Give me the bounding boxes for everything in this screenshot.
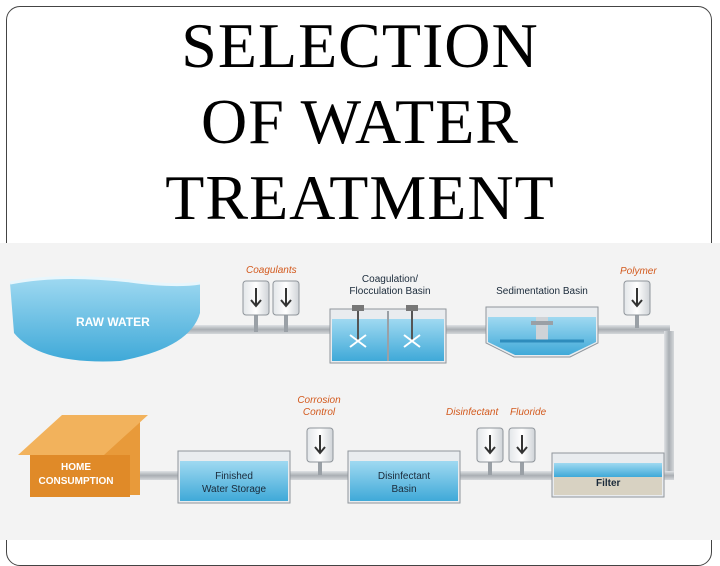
sedimentation-label: Sedimentation Basin (496, 286, 588, 297)
water-treatment-diagram: RAW WATER (0, 243, 720, 540)
fluoride-tank (508, 427, 536, 463)
corrosion-control-tank (306, 427, 334, 463)
polymer-tank (623, 280, 651, 316)
home-building: HOME CONSUMPTION (18, 415, 148, 497)
fluoride-label: Fluoride (510, 407, 547, 418)
diagram-svg: RAW WATER (9, 265, 674, 504)
home-label-2: CONSUMPTION (39, 476, 114, 487)
coagulants-label: Coagulants (246, 265, 297, 276)
corrosion-label-1: Corrosion (297, 395, 341, 406)
coagulation-basin (329, 305, 447, 364)
finished-water-storage: Finished Water Storage (177, 450, 291, 504)
finished-storage-label-2: Water Storage (202, 484, 267, 495)
filter-label: Filter (596, 478, 621, 489)
raw-water-reservoir: RAW WATER (9, 275, 201, 362)
page-title: SELECTION OF WATER TREATMENT (0, 8, 720, 236)
coagulant-tank-1 (242, 280, 270, 316)
disinfectant-chemical-label: Disinfectant (446, 407, 499, 418)
title-line-2: OF WATER (201, 86, 519, 157)
coagulation-label-1: Coagulation/ (362, 274, 418, 285)
disinfectant-basin-label-2: Basin (391, 484, 416, 495)
disinfectant-basin: Disinfectant Basin (347, 450, 461, 504)
polymer-label: Polymer (620, 266, 657, 277)
title-line-1: SELECTION (181, 10, 539, 81)
raw-water-label: RAW WATER (76, 315, 150, 329)
title-line-3: TREATMENT (165, 162, 555, 233)
filter-tank: Filter (551, 452, 665, 498)
disinfectant-tank (476, 427, 504, 463)
coagulation-label-2: Flocculation Basin (349, 286, 430, 297)
disinfectant-basin-label-1: Disinfectant (378, 471, 430, 482)
finished-storage-label-1: Finished (215, 471, 253, 482)
coagulant-tank-2 (272, 280, 300, 316)
home-label-1: HOME (61, 462, 91, 473)
corrosion-label-2: Control (303, 407, 336, 418)
sedimentation-basin (485, 306, 599, 358)
